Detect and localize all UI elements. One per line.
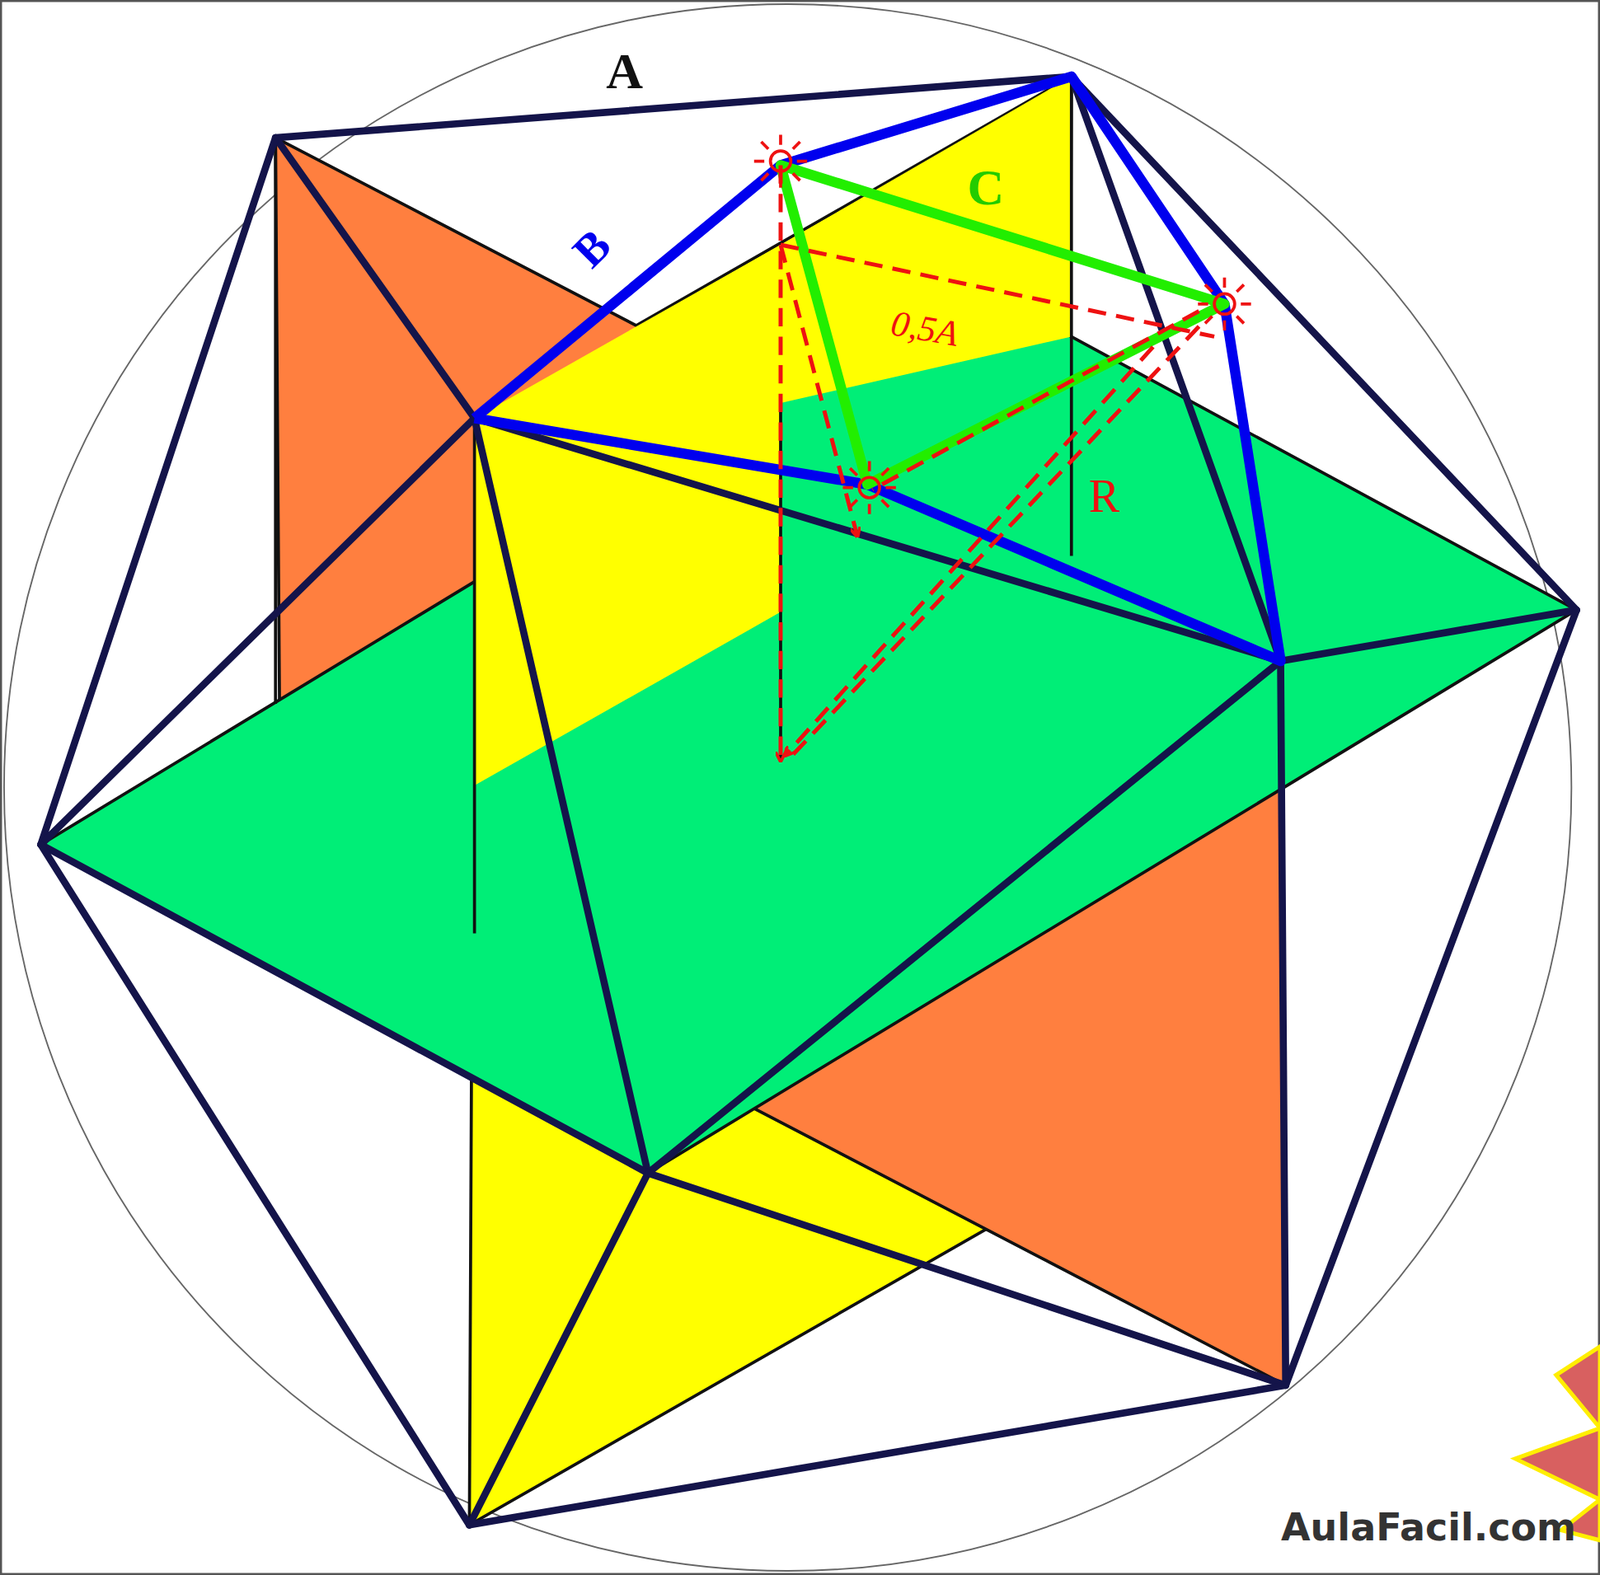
- dimension-label: R: [1088, 469, 1120, 523]
- edge-label: A: [605, 42, 643, 101]
- edge-label: C: [966, 158, 1005, 217]
- watermark: AulaFacil.com: [1280, 1505, 1577, 1550]
